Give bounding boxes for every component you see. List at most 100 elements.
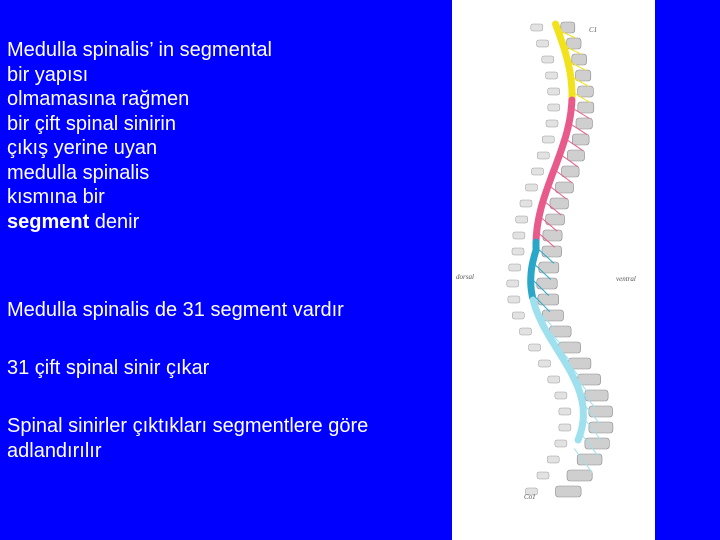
spinous-process (515, 215, 528, 224)
vertebral-body (561, 165, 580, 178)
nerve-root (568, 122, 588, 136)
spinous-process (536, 39, 549, 48)
nerve-root (564, 138, 584, 152)
nerve-root (582, 417, 602, 441)
nerve-root (536, 231, 556, 248)
vertebral-body (576, 453, 603, 466)
spinous-process (512, 311, 525, 320)
definition-line: çıkış yerine uyan (7, 137, 158, 159)
definition-line: bir çift spinal sinirin (7, 112, 176, 135)
vertebral-body (577, 85, 594, 98)
spinous-process (542, 135, 555, 144)
nerve-root (553, 169, 573, 184)
vertebral-body (541, 245, 562, 258)
definition-line: olmamasına rağmen (7, 88, 190, 110)
vertebral-body (555, 181, 574, 194)
nerve-count-text: 31 çift spinal sinir çıkar (7, 357, 210, 379)
segment-term: segment (7, 210, 90, 233)
spinous-process (558, 407, 572, 416)
nerve-root (571, 91, 591, 103)
vertebral-body (545, 213, 565, 226)
vertebral-body (555, 485, 582, 498)
nerve-root (531, 293, 551, 313)
spinous-process (547, 103, 561, 112)
nerve-naming-fact: Spinal sinirler çıktıkları segmentlere g… (7, 414, 368, 463)
naming-line: Spinal sinirler çıktıkları segmentlere g… (7, 415, 369, 437)
spinous-process (519, 199, 533, 208)
cervical-segment (552, 20, 576, 104)
nerve-root (532, 262, 552, 280)
vertebral-body (575, 69, 592, 82)
spinal-cord-figure: dorsal ventral C1 Co1 (452, 0, 655, 540)
vertebral-body (566, 469, 593, 482)
segment-count-fact: Medulla spinalis de 31 segment vardır (7, 298, 344, 323)
vertebral-body (577, 101, 595, 114)
nerve-root (535, 246, 555, 264)
spinous-process (547, 375, 561, 384)
spinous-process (530, 23, 544, 32)
spinous-process (512, 231, 526, 240)
spinous-process (558, 423, 572, 432)
segment-count-text: Medulla spinalis de 31 segment vardır (7, 299, 344, 321)
sacral-segment (529, 296, 587, 444)
vertebral-body (566, 37, 582, 50)
spinous-process (545, 119, 559, 128)
spinous-process (519, 327, 532, 336)
spinal-cord (527, 20, 602, 473)
nerve-root (567, 60, 586, 71)
spine-illustration: dorsal ventral C1 Co1 (456, 20, 636, 501)
definition-last-line: segment denir (7, 210, 272, 235)
nerve-root (548, 184, 567, 200)
spinous-process (545, 71, 558, 80)
nerve-root (542, 324, 562, 345)
spinous-process (541, 55, 555, 64)
vertebral-body (575, 117, 593, 130)
nerve-root (570, 76, 589, 87)
definition-line: kısmına bir (7, 186, 105, 208)
vertebral-body (572, 133, 590, 146)
spinous-process (536, 471, 550, 480)
spinous-process (528, 343, 541, 352)
vertebral-body (542, 229, 563, 242)
nerve-root (538, 215, 558, 232)
vertebral-body (567, 149, 585, 162)
spinous-process (511, 247, 525, 256)
spinous-process (507, 295, 521, 304)
nerve-root (569, 370, 589, 393)
nerve-root (535, 308, 555, 329)
naming-line: adlandırılır (7, 439, 102, 462)
nerve-root (559, 153, 579, 168)
c1-label: C1 (589, 26, 597, 34)
ventral-label: ventral (616, 275, 636, 283)
spinous-process (537, 151, 550, 160)
vertebral-body (560, 21, 576, 34)
lumbar-segment (527, 238, 540, 302)
spinous-process (508, 263, 522, 272)
vertebral-body (571, 53, 587, 66)
nerve-root (580, 432, 599, 457)
nerve-root (581, 401, 601, 425)
spinous-process (531, 167, 544, 176)
vertebral-column (506, 21, 614, 498)
definition-line: Medulla spinalis’ in segmental (7, 39, 272, 61)
nerve-root (571, 107, 590, 119)
vertebral-body (588, 421, 614, 434)
nerve-root (573, 448, 593, 473)
nerve-root (557, 29, 576, 39)
spinous-process (547, 87, 560, 96)
dorsal-label: dorsal (456, 273, 474, 281)
spinous-process (554, 391, 568, 400)
nerve-root (560, 355, 580, 377)
spinous-process (506, 279, 520, 288)
nerve-root (551, 339, 570, 361)
spinous-process (546, 455, 560, 464)
vertebral-body (538, 261, 560, 274)
nerve-root (562, 45, 582, 55)
spinous-process (525, 487, 538, 496)
term-suffix: denir (89, 210, 140, 233)
nerve-root (530, 277, 550, 296)
nerve-root (542, 200, 562, 216)
coccyx-label: Co1 (524, 493, 536, 501)
definition-line: bir yapısı (7, 63, 89, 86)
